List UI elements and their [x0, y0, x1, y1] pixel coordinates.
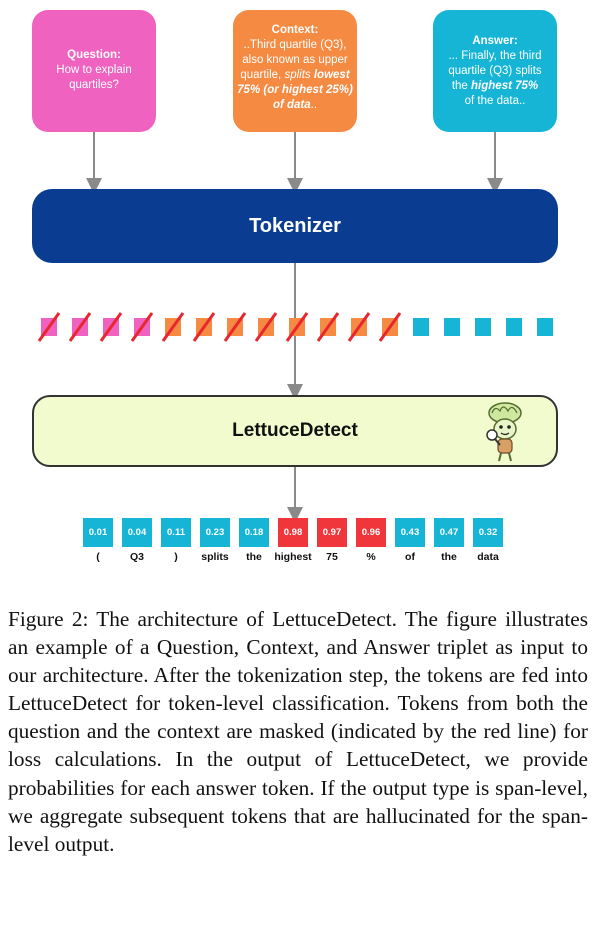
output-token-label: 75 [326, 551, 338, 563]
answer-line-3-plain: the [451, 80, 472, 92]
output-token-label: ) [174, 551, 178, 563]
mask-slash-line [347, 312, 371, 342]
question-box: Question: How to explain quartiles? [32, 10, 156, 132]
output-token-label: data [477, 551, 499, 563]
mask-slash-line [68, 312, 92, 342]
lettucedetect-block: LettuceDetect [32, 395, 558, 467]
context-line-3-plain: quartile, [240, 69, 285, 81]
output-token-prob: 0.47 [434, 518, 464, 547]
output-token-prob: 0.04 [122, 518, 152, 547]
answer-line-4: of the data.. [464, 95, 526, 107]
context-line-3-italic: splits [284, 69, 314, 81]
output-token-label: % [366, 551, 376, 563]
question-title: Question: [67, 49, 121, 61]
input-token-answer [506, 318, 522, 336]
context-line-2: also known as upper [242, 54, 348, 66]
mask-slash-line [285, 312, 309, 342]
output-token-prob: 0.18 [239, 518, 269, 547]
mask-slash-line [130, 312, 154, 342]
context-title: Context: [271, 24, 319, 36]
lettucedetect-label: LettuceDetect [232, 420, 358, 441]
output-token-label: the [441, 551, 457, 563]
output-token-prob: 0.32 [473, 518, 503, 547]
input-token-answer [444, 318, 460, 336]
context-box: Context: ..Third quartile (Q3), also kno… [233, 10, 357, 132]
context-line-3-bold: lowest [313, 69, 350, 81]
mask-slash-line [99, 312, 123, 342]
answer-line-1: ... Finally, the third [448, 50, 542, 62]
tokenizer-label: Tokenizer [249, 214, 341, 237]
output-token-label: of [405, 551, 415, 563]
mask-slash-line [161, 312, 185, 342]
tokenizer-block: Tokenizer [32, 189, 558, 263]
input-token-answer [537, 318, 553, 336]
mask-slash-line [254, 312, 278, 342]
mask-slash-line [378, 312, 402, 342]
input-token-answer [475, 318, 491, 336]
answer-box: Answer: ... Finally, the third quartile … [433, 10, 557, 132]
question-line-1: How to explain [56, 64, 132, 76]
output-token-prob: 0.23 [200, 518, 230, 547]
output-token-prob: 0.01 [83, 518, 113, 547]
mask-slash-line [37, 312, 61, 342]
answer-line-3-bold: highest 75% [471, 80, 539, 92]
mask-slash-line [192, 312, 216, 342]
answer-line-2: quartile (Q3) splits [448, 65, 542, 77]
output-token-prob: 0.97 [317, 518, 347, 547]
answer-title: Answer: [472, 35, 518, 47]
context-line-1: ..Third quartile (Q3), [243, 39, 347, 51]
output-token-label: highest [274, 551, 312, 563]
output-token-prob: 0.43 [395, 518, 425, 547]
mask-slash-line [223, 312, 247, 342]
context-line-4: 75% (or highest 25%) [237, 84, 353, 96]
lettuce-mascot-icon [486, 402, 522, 462]
context-line-5-bold: of data [272, 99, 311, 111]
output-token-prob: 0.96 [356, 518, 386, 547]
question-line-2: quartiles? [69, 79, 119, 91]
figure-caption: Figure 2: The architecture of LettuceDet… [8, 607, 588, 856]
input-token-answer [413, 318, 429, 336]
output-token-prob: 0.98 [278, 518, 308, 547]
output-token-label: Q3 [129, 551, 144, 563]
context-line-5-tail: .. [310, 99, 318, 111]
output-token-label: the [246, 551, 262, 563]
mask-slash-line [316, 312, 340, 342]
output-token-label: splits [201, 551, 229, 563]
output-token-label: ( [96, 551, 100, 563]
output-token-prob: 0.11 [161, 518, 191, 547]
